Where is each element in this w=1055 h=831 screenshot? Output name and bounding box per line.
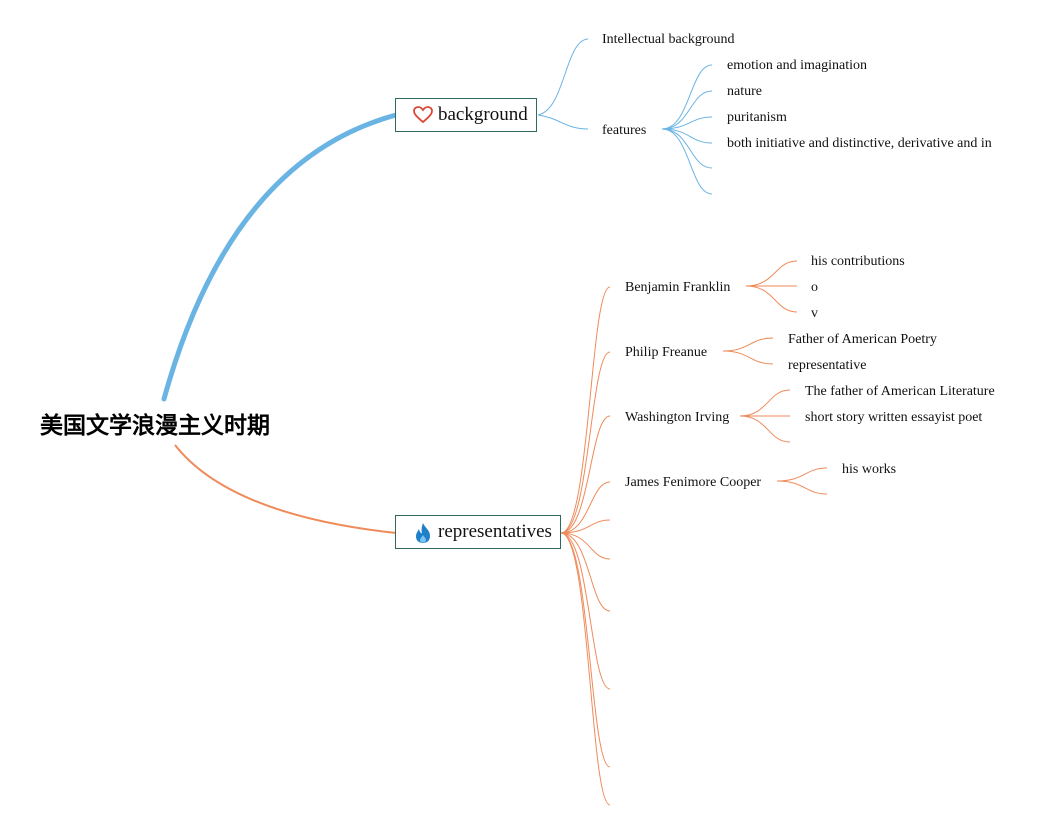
line-intellectual <box>537 38 589 116</box>
node-features[interactable]: features <box>602 123 647 138</box>
branch-background-line <box>161 112 399 402</box>
heart-icon <box>413 105 433 125</box>
node-philip-freanue[interactable]: Philip Freanue <box>625 345 708 360</box>
branch-representatives-line <box>174 444 397 534</box>
franklin-item[interactable]: v <box>811 306 818 321</box>
freanue-item[interactable]: Father of American Poetry <box>788 332 937 347</box>
cooper-lines <box>776 467 828 495</box>
topic-representatives-label: representatives <box>438 521 552 542</box>
node-james-fenimore-cooper[interactable]: James Fenimore Cooper <box>625 475 762 490</box>
franklin-item[interactable]: his contributions <box>811 254 905 269</box>
feature-lines <box>661 64 713 195</box>
freneau-lines <box>722 337 774 365</box>
line-features <box>537 114 589 130</box>
node-washington-irving[interactable]: Washington Irving <box>625 410 730 425</box>
topic-representatives[interactable]: representatives <box>395 515 561 549</box>
feature-item[interactable]: nature <box>727 84 762 99</box>
root-topic[interactable]: 美国文学浪漫主义时期 <box>40 413 270 439</box>
topic-background-label: background <box>438 104 528 125</box>
feature-item[interactable]: puritanism <box>727 110 787 125</box>
node-benjamin-franklin[interactable]: Benjamin Franklin <box>625 280 731 295</box>
feature-item[interactable]: emotion and imagination <box>727 58 867 73</box>
flame-icon <box>413 522 433 543</box>
irving-item[interactable]: short story written essayist poet <box>805 410 983 425</box>
feature-item[interactable]: both initiative and distinctive, derivat… <box>727 136 992 151</box>
topic-background[interactable]: background <box>395 98 537 132</box>
node-intellectual-background[interactable]: Intellectual background <box>602 32 735 47</box>
franklin-lines <box>745 260 798 313</box>
freanue-item[interactable]: representative <box>788 358 867 373</box>
irving-item[interactable]: The father of American Literature <box>805 384 995 399</box>
representative-lines <box>560 286 611 806</box>
franklin-item[interactable]: o <box>811 280 818 295</box>
cooper-item[interactable]: his works <box>842 462 897 477</box>
irving-lines <box>739 389 791 443</box>
